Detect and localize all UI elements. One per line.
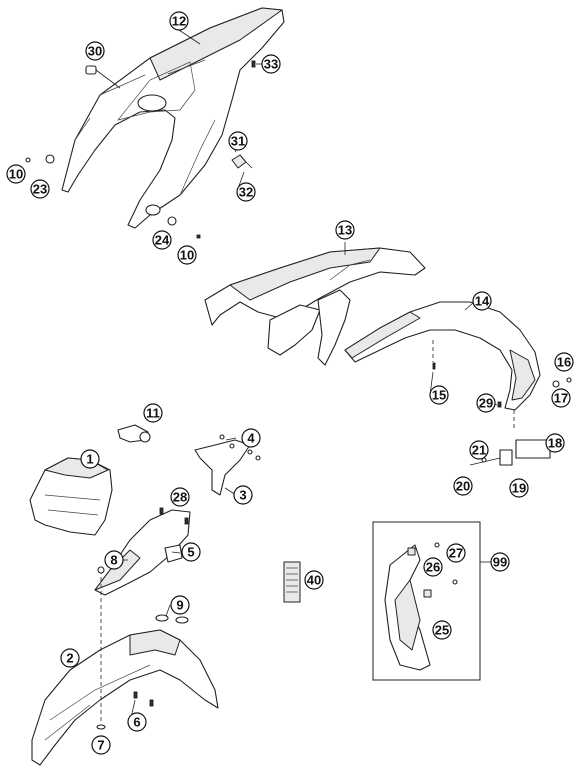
callout-17: 17: [551, 388, 571, 408]
callout-4: 4: [241, 428, 261, 448]
svg-text:10: 10: [9, 167, 23, 182]
svg-text:99: 99: [493, 555, 507, 570]
callout-13: 13: [335, 220, 355, 240]
bracket-11: [117, 424, 151, 443]
callout-5: 5: [181, 542, 201, 562]
svg-text:6: 6: [133, 715, 140, 730]
callout-28: 28: [170, 487, 190, 507]
svg-text:30: 30: [88, 44, 102, 59]
callout-16: 16: [554, 352, 574, 372]
svg-text:7: 7: [97, 738, 104, 753]
svg-text:14: 14: [475, 294, 490, 309]
svg-text:29: 29: [479, 396, 493, 411]
svg-text:18: 18: [548, 436, 562, 451]
svg-text:28: 28: [173, 490, 187, 505]
rear-tail-section: [61, 7, 285, 229]
rear-fender: [344, 301, 541, 430]
callout-21: 21: [469, 440, 489, 460]
callout-30: 30: [85, 41, 105, 61]
callout-26: 26: [423, 557, 443, 577]
number-plate-bracket: [194, 434, 261, 496]
callout-32: 32: [236, 182, 256, 202]
callout-24: 24: [152, 230, 172, 250]
callout-11: 11: [143, 403, 163, 423]
svg-text:9: 9: [176, 598, 183, 613]
svg-text:25: 25: [435, 623, 449, 638]
callout-27: 27: [446, 543, 466, 563]
svg-text:31: 31: [231, 134, 245, 149]
callout-15: 15: [429, 385, 449, 405]
svg-text:2: 2: [66, 651, 73, 666]
kit-box: [372, 521, 491, 681]
license-plate-parts: [432, 362, 572, 466]
callout-6: 6: [127, 712, 147, 732]
svg-text:20: 20: [456, 479, 470, 494]
callout-31: 31: [228, 131, 248, 151]
svg-text:23: 23: [33, 182, 47, 197]
svg-text:19: 19: [512, 481, 526, 496]
callout-9: 9: [170, 595, 190, 615]
svg-text:12: 12: [172, 14, 186, 29]
callout-10-bottom: 10: [177, 245, 197, 265]
callout-3: 3: [233, 485, 253, 505]
callout-99: 99: [490, 552, 510, 572]
callout-25: 25: [432, 620, 452, 640]
svg-text:21: 21: [472, 443, 486, 458]
svg-text:1: 1: [86, 452, 93, 467]
callout-12: 12: [169, 11, 189, 31]
svg-text:10: 10: [180, 248, 194, 263]
svg-text:16: 16: [557, 355, 571, 370]
svg-text:5: 5: [187, 545, 194, 560]
callout-33: 33: [261, 54, 281, 74]
protector-pad: [283, 561, 301, 603]
callout-10-top: 10: [6, 164, 26, 184]
callout-1: 1: [80, 449, 100, 469]
svg-text:33: 33: [264, 57, 278, 72]
svg-text:32: 32: [239, 185, 253, 200]
svg-text:17: 17: [554, 391, 568, 406]
callout-14: 14: [472, 291, 492, 311]
svg-text:13: 13: [338, 223, 352, 238]
headlight-mask: [29, 457, 113, 536]
front-cover: [94, 507, 191, 596]
callout-18: 18: [545, 433, 565, 453]
callout-8: 8: [104, 550, 124, 570]
svg-text:3: 3: [239, 488, 246, 503]
svg-text:40: 40: [307, 573, 321, 588]
callout-7: 7: [91, 735, 111, 755]
callout-19: 19: [509, 478, 529, 498]
callout-40: 40: [304, 570, 324, 590]
front-fender: [31, 614, 219, 766]
svg-text:15: 15: [432, 388, 446, 403]
callout-29: 29: [476, 393, 496, 413]
callout-20: 20: [453, 476, 473, 496]
svg-text:27: 27: [449, 546, 463, 561]
leader-lines: [115, 29, 498, 719]
callout-2: 2: [60, 648, 80, 668]
svg-text:4: 4: [247, 431, 255, 446]
svg-text:8: 8: [110, 553, 117, 568]
tail-hardware: [25, 60, 256, 239]
callout-23: 23: [30, 179, 50, 199]
svg-text:26: 26: [426, 560, 440, 575]
svg-text:24: 24: [155, 233, 170, 248]
side-panels: [204, 247, 426, 366]
svg-text:11: 11: [146, 406, 160, 421]
